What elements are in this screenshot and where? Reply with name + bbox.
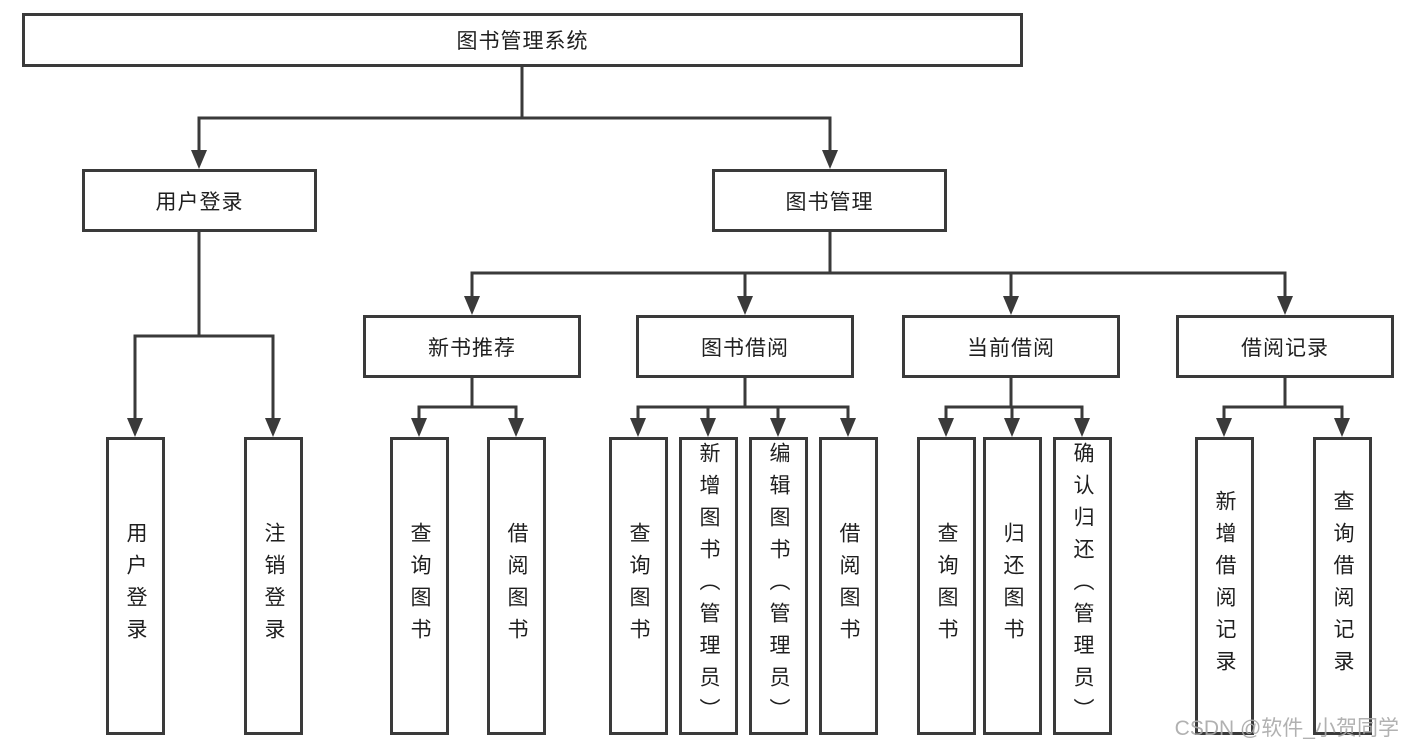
leaf-user-login: 用户登录 bbox=[106, 437, 165, 735]
leaf-label: 查询图书 bbox=[627, 522, 650, 650]
leaf-borrow-books-recommend: 借阅图书 bbox=[487, 437, 546, 735]
node-user-login: 用户登录 bbox=[82, 169, 317, 232]
node-label: 当前借阅 bbox=[967, 336, 1055, 360]
node-book-management: 图书管理 bbox=[712, 169, 947, 232]
node-label: 图书管理系统 bbox=[456, 30, 589, 53]
leaf-logout: 注销登录 bbox=[244, 437, 303, 735]
leaf-confirm-return-admin: 确认归还（管理员） bbox=[1053, 437, 1112, 735]
leaf-label: 查询借阅记录 bbox=[1331, 490, 1354, 682]
leaf-label: 查询图书 bbox=[408, 522, 431, 650]
csdn-watermark: CSDN @软件_小贺同学 bbox=[1174, 717, 1399, 740]
leaf-label: 归还图书 bbox=[1001, 522, 1024, 650]
node-label: 用户登录 bbox=[155, 190, 244, 214]
leaf-label: 编辑图书（管理员） bbox=[767, 442, 790, 730]
node-new-book-recommend: 新书推荐 bbox=[363, 315, 581, 378]
node-system-root: 图书管理系统 bbox=[22, 13, 1023, 67]
node-current-borrow: 当前借阅 bbox=[902, 315, 1120, 378]
leaf-label: 借阅图书 bbox=[837, 522, 860, 650]
node-borrow-records: 借阅记录 bbox=[1176, 315, 1394, 378]
leaf-query-books-recommend: 查询图书 bbox=[390, 437, 449, 735]
node-book-borrow: 图书借阅 bbox=[636, 315, 854, 378]
leaf-label: 新增借阅记录 bbox=[1213, 490, 1236, 682]
leaf-label: 确认归还（管理员） bbox=[1071, 442, 1094, 730]
leaf-query-borrow-record: 查询借阅记录 bbox=[1313, 437, 1372, 735]
leaf-query-books-current: 查询图书 bbox=[917, 437, 976, 735]
leaf-label: 用户登录 bbox=[124, 522, 147, 650]
leaf-add-borrow-record: 新增借阅记录 bbox=[1195, 437, 1254, 735]
node-label: 新书推荐 bbox=[428, 336, 516, 360]
leaf-label: 借阅图书 bbox=[505, 522, 528, 650]
leaf-label: 查询图书 bbox=[935, 522, 958, 650]
leaf-return-books: 归还图书 bbox=[983, 437, 1042, 735]
leaf-add-book-admin: 新增图书（管理员） bbox=[679, 437, 738, 735]
leaf-query-books-borrow: 查询图书 bbox=[609, 437, 668, 735]
node-label: 图书借阅 bbox=[701, 336, 789, 360]
arrowheads bbox=[127, 150, 1350, 437]
leaf-label: 注销登录 bbox=[262, 522, 285, 650]
node-label: 借阅记录 bbox=[1241, 336, 1329, 360]
node-label: 图书管理 bbox=[785, 190, 874, 214]
leaf-edit-book-admin: 编辑图书（管理员） bbox=[749, 437, 808, 735]
leaf-label: 新增图书（管理员） bbox=[697, 442, 720, 730]
leaf-borrow-books: 借阅图书 bbox=[819, 437, 878, 735]
